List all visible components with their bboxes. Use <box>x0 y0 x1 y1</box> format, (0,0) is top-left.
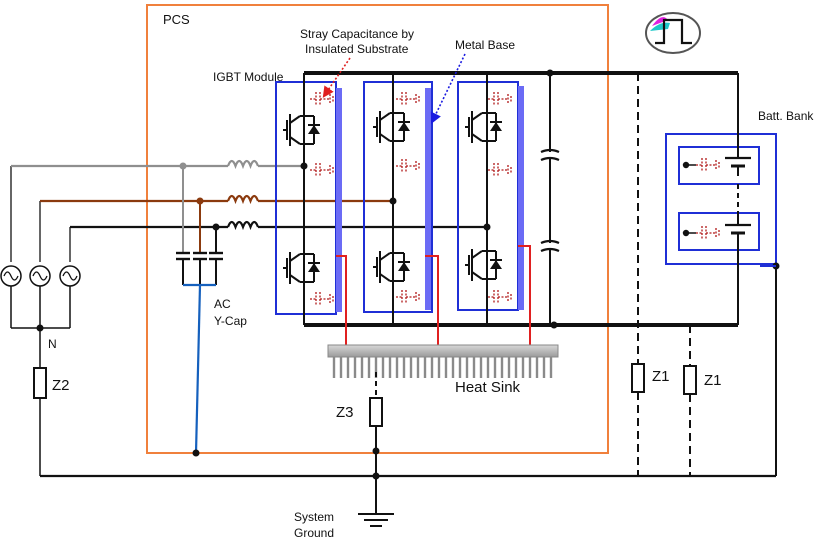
heat-sink-label: Heat Sink <box>455 379 521 396</box>
z3-impedance <box>369 397 383 427</box>
metal-base-2 <box>425 88 431 310</box>
igbt-module-3 <box>457 73 524 325</box>
ac-source-a <box>0 166 22 328</box>
igbt-module-label: IGBT Module <box>213 70 284 84</box>
z1-label-2: Z1 <box>704 372 722 389</box>
z2-impedance <box>33 367 47 399</box>
y-cap-label: Y-Cap <box>214 314 247 328</box>
ground-label: Ground <box>294 526 334 540</box>
ac-source-c <box>59 227 81 328</box>
metal-base-to-heatsink-links <box>336 245 531 345</box>
insulated-substrate-label: Insulated Substrate <box>305 42 409 56</box>
igbt-module-2 <box>363 73 433 325</box>
heat-sink <box>327 344 559 378</box>
metal-base-label: Metal Base <box>455 38 515 52</box>
metal-base-arrow <box>430 53 466 125</box>
dc-link-capacitors <box>540 69 560 329</box>
system-ground-symbol <box>358 513 394 527</box>
pcs-label: PCS <box>163 12 190 27</box>
neutral-label: N <box>48 337 57 351</box>
ac-source-b <box>29 201 51 328</box>
z1-label-1: Z1 <box>652 368 670 385</box>
igbt-module-1 <box>275 73 342 325</box>
battery-bank <box>665 73 777 325</box>
pulse-waveform-icon <box>645 12 701 54</box>
ac-y-cap <box>176 162 223 287</box>
metal-base-1 <box>336 88 342 312</box>
z3-label: Z3 <box>336 404 354 421</box>
y-cap-ground-wire <box>194 284 202 454</box>
metal-base-3 <box>518 86 524 310</box>
z2-label: Z2 <box>52 377 70 394</box>
system-label: System <box>294 510 334 524</box>
ac-label: AC <box>214 297 231 311</box>
z1-impedance-2 <box>683 325 697 476</box>
stray-capacitance-label: Stray Capacitance by <box>300 27 414 41</box>
z1-impedance-1 <box>631 73 645 476</box>
batt-bank-label: Batt. Bank <box>758 109 814 123</box>
